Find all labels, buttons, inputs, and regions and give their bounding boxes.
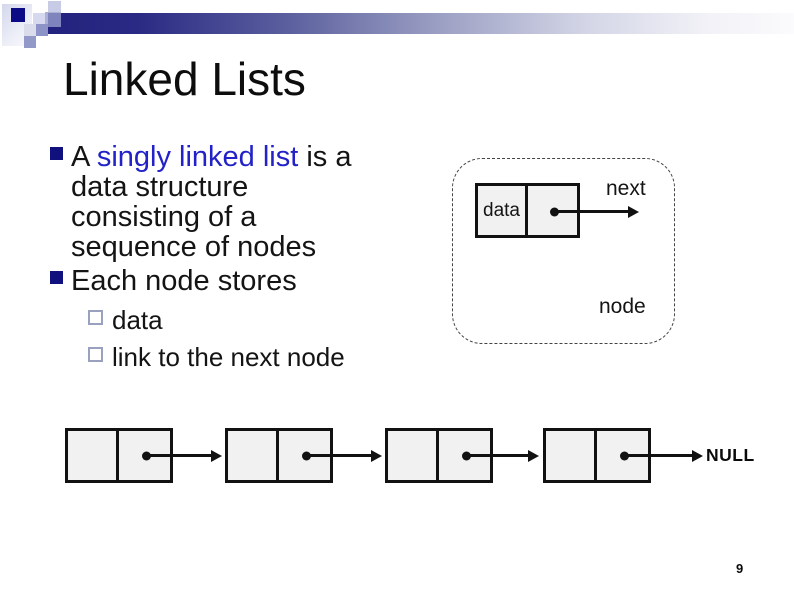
diagram-next-label: next [606,177,646,200]
diagram-node-label: node [599,295,646,318]
chain-node-3-data-cell [385,428,439,483]
page-number: 9 [736,561,744,576]
bullet-square-2 [50,271,63,284]
diagram-node-data-cell: data [475,183,528,238]
chain-node-2-data-cell [225,428,279,483]
null-label: NULL [706,445,755,465]
deco-square-light-1 [48,1,61,12]
slide-title: Linked Lists [63,53,306,105]
bullet1-line1-post: is a [298,141,352,173]
bullet-square-1 [50,147,63,160]
bullet1-line4: sequence of nodes [71,231,317,263]
diagram-next-pointer-arrow [554,210,628,213]
bullet1-line1-highlight: singly linked list [96,141,299,173]
chain-node-1-data-cell [65,428,119,483]
sub-bullet-square-1 [88,310,103,325]
bullet1-line2: data structure [71,171,249,203]
bullet2-label: Each node stores [71,265,297,297]
deco-square-light-3 [24,24,36,36]
sub-bullet1-label: data [112,305,163,335]
chain-node-4-data-cell [543,428,597,483]
deco-square-medium-3 [24,36,36,48]
sub-bullet-square-2 [88,347,103,362]
banner-gradient-bar [48,13,794,34]
node-diagram-dashed-frame [452,158,675,344]
deco-square-light-2 [33,13,45,26]
deco-square-medium-1 [45,12,61,27]
chain-node-4 [543,428,651,483]
chain-pointer-arrow-4 [624,454,692,457]
chain-pointer-arrow-3 [466,454,528,457]
diagram-node: data [475,183,580,238]
bullet1-line1: A singly linked list is a [71,142,351,172]
sub-bullet2-label: link to the next node [112,342,345,372]
chain-pointer-arrow-1 [146,454,211,457]
chain-pointer-arrow-2 [306,454,371,457]
deco-square-medium-2 [36,24,48,36]
deco-square-navy [11,8,25,22]
bullet1-line1-pre: A [71,141,97,173]
bullet1-line3: consisting of a [71,201,257,233]
